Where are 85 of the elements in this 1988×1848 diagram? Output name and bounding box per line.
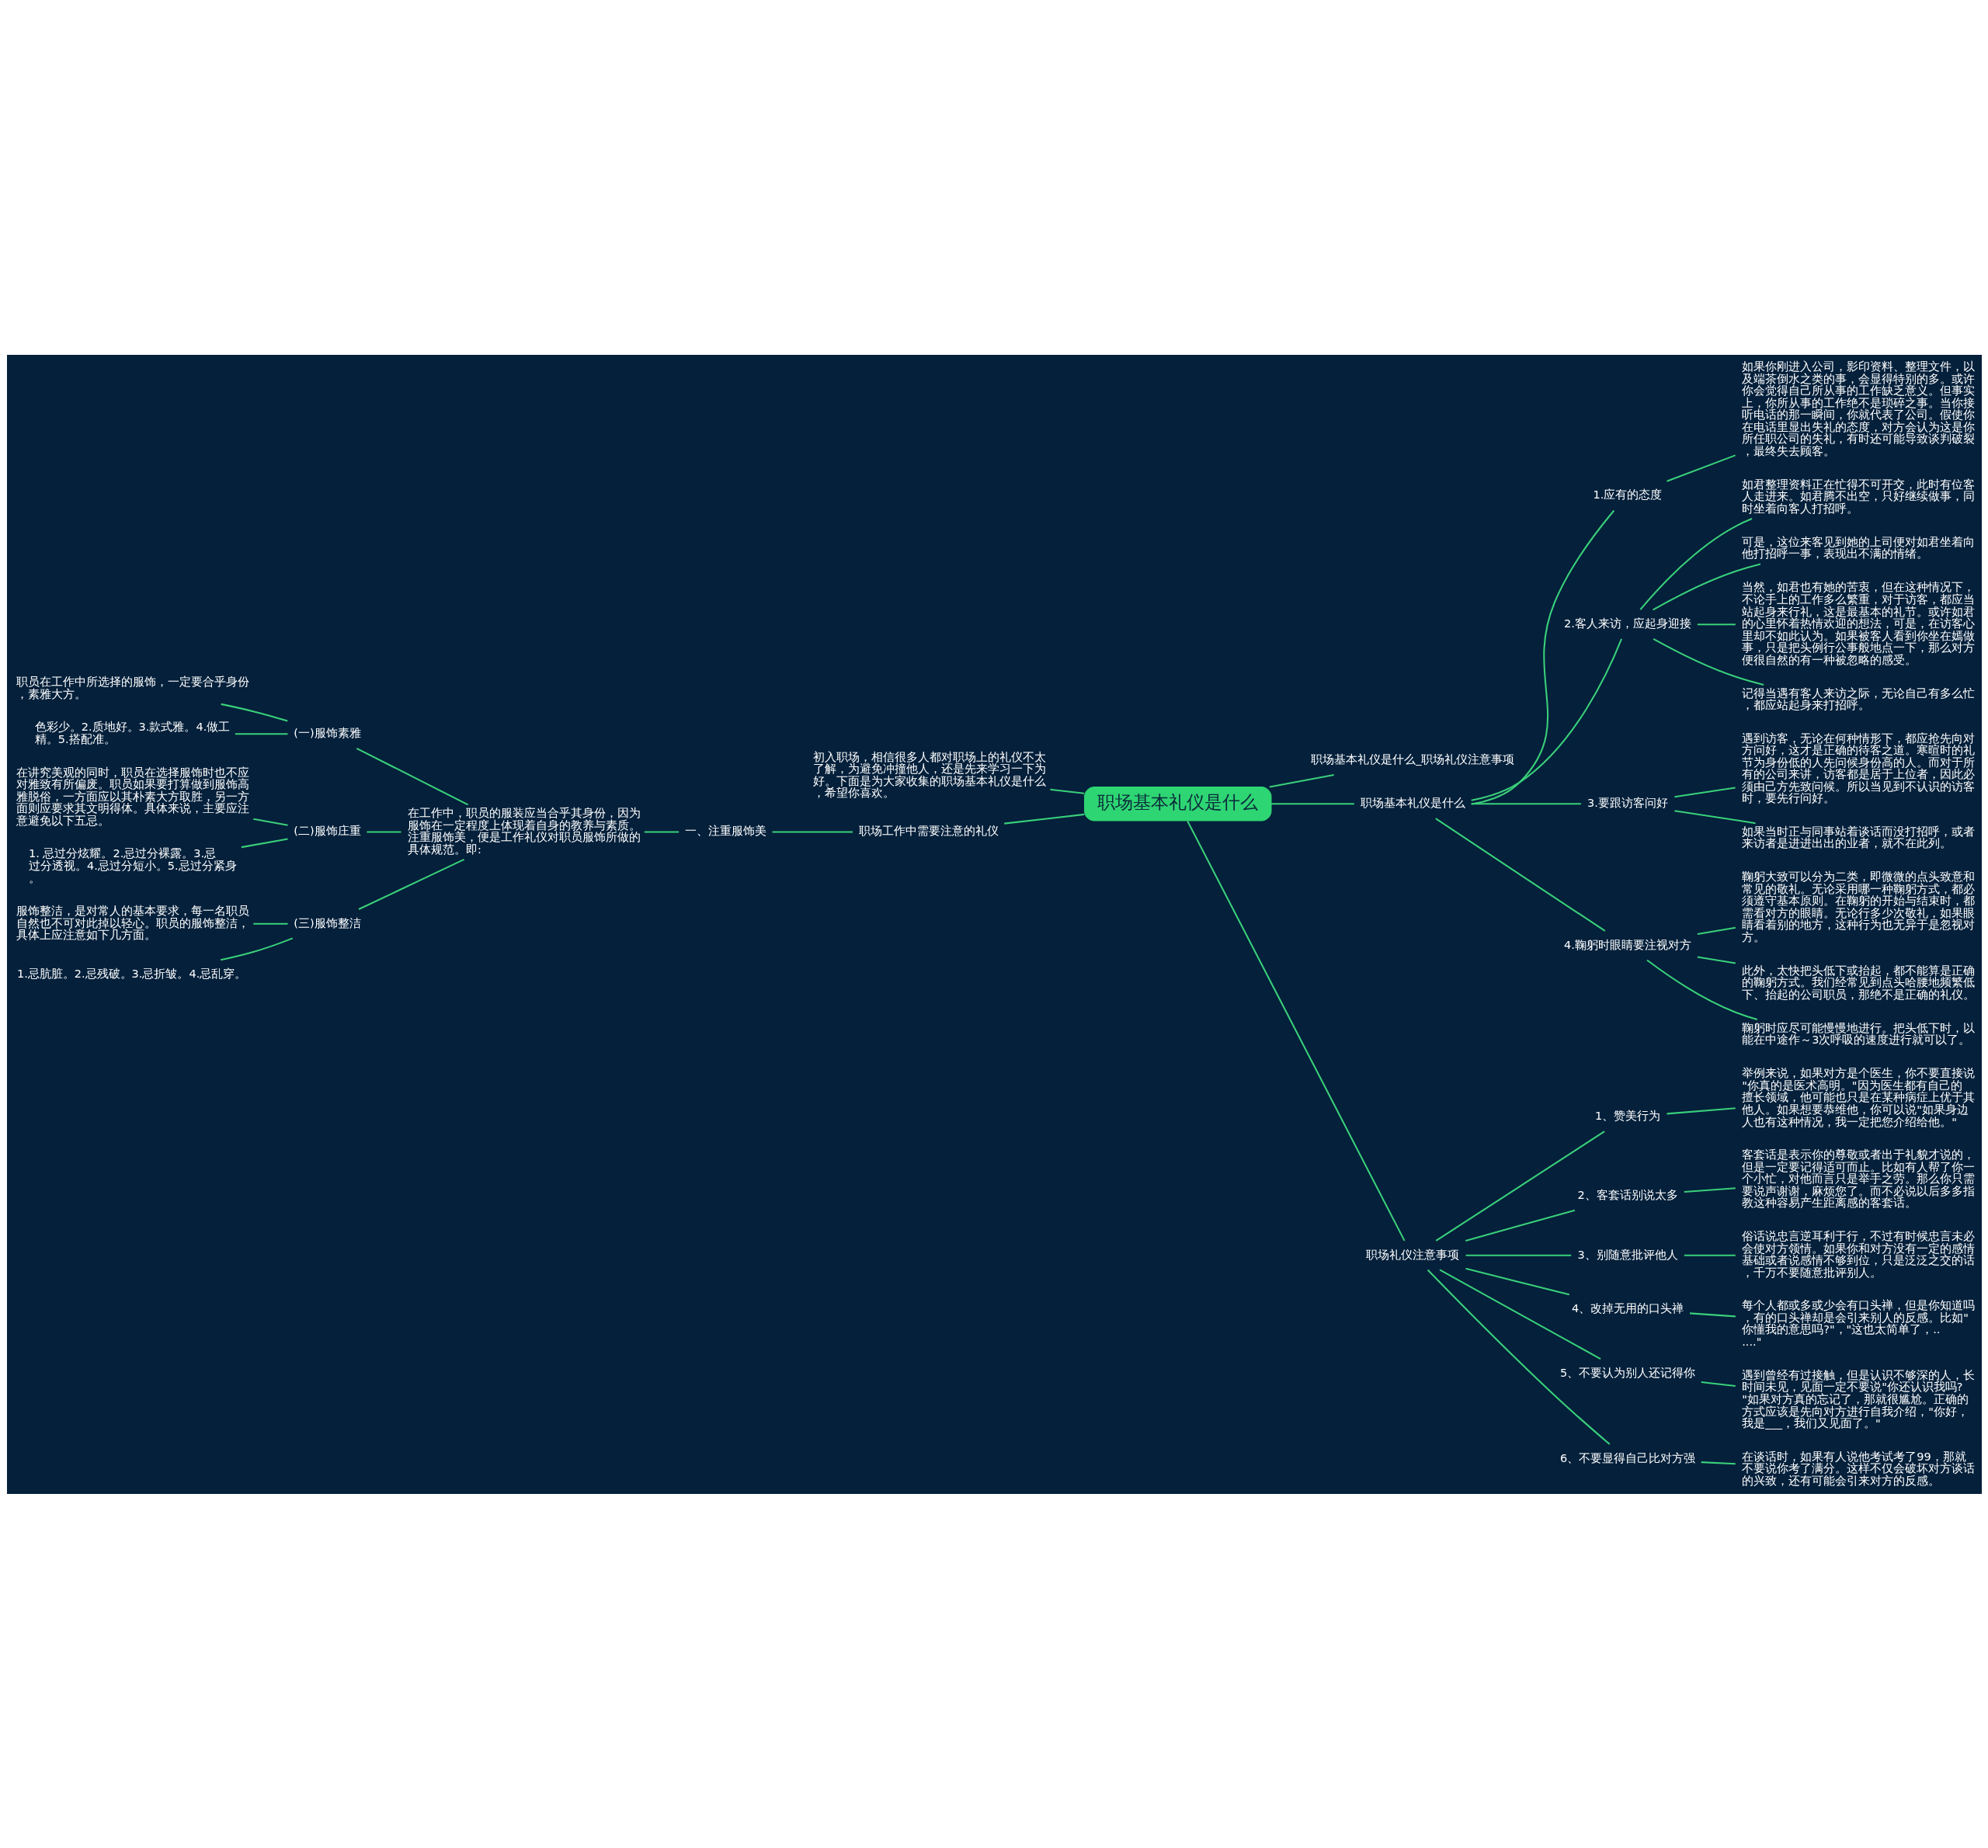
- node-text: 遇到访客，无论在何种情形下，都应抢先向对方问好，这才是正确的待客之道。寒暄时的礼节为身份低的人先问候身份高的人。而对于所有的公司来讲，访客都是居于上位者，因此必须由己方先致问候。所以当见到不认识的访客时，要先行问好。: [1741, 731, 1975, 804]
- connector: [1653, 637, 1764, 686]
- node-text: 1. 忌过分炫耀。2.忌过分裸露。3.忌过分透视。4.忌过分短小。5.忌过分紧身。: [28, 846, 237, 884]
- node-text: (三)服饰整洁: [293, 916, 361, 929]
- connector: [1270, 802, 1354, 804]
- connector: [1689, 1311, 1736, 1317]
- node-text: 鞠躬时应尽可能慢慢地进行。把头低下时，以能在中途作～3次呼吸的速度进行就可以了。: [1741, 1021, 1975, 1046]
- connector: [1471, 509, 1614, 805]
- connector: [1465, 1267, 1569, 1295]
- node-text: 每个人都或多或少会有口头禅，但是你知道吗，有的口头禅却是会引来别人的反感。比如"你懂我的意思吗?"，"这也太简单了，......": [1741, 1298, 1975, 1348]
- node-text: 职场礼仪注意事项: [1365, 1248, 1459, 1260]
- connector: [1697, 926, 1736, 935]
- connector: [241, 837, 288, 848]
- connector: [772, 831, 853, 833]
- node-text: 1.忌肮脏。2.忌残破。3.忌折皱。4.忌乱穿。: [16, 967, 246, 980]
- connector: [1639, 517, 1752, 610]
- node-text: 职员在工作中所选择的服饰，一定要合乎身份，素雅大方。: [16, 675, 249, 700]
- node-text: 2、客套话别说太多: [1576, 1188, 1678, 1201]
- connector: [1666, 453, 1736, 482]
- node-box: 职场基本礼仪是什么: [1083, 786, 1271, 822]
- node-text: 当然，如君也有她的苦衷，但在这种情况下，不论手上的工作多么繁重，对于访客，都应当站起身来行礼，这是最基本的礼节。或许如君的心里怀着热情欢迎的想法，可是，在访客心里却不如此认为。如果被客人看到你坐在嫣做事，只是把头例行公事般地点一下，那么对方便很自然的有一种被忽略的感受。: [1741, 580, 1975, 666]
- node-text: (二)服饰庄重: [293, 824, 361, 837]
- node-text: 职场工作中需要注意的礼仪: [858, 824, 999, 837]
- node-text: 遇到曾经有过接触，但是认识不够深的人，长时间未见，见面一定不要说"你还认识我吗?"如果对方真的忘记了，那就很尴尬。正确的方式应该是先向对方进行自我介绍，"你好，我是___，我们又见面了。": [1741, 1368, 1975, 1429]
- node-text: 举例来说，如果对方是个医生，你不要直接说"你真的是医术高明。"因为医生都有自己的擅长领域，他可能也只是在某种病症上优于其他人。如果想要恭维他，你可以说"如果身边人也有这种情况，我一定把您介绍给他。": [1741, 1066, 1975, 1128]
- connector: [1666, 1106, 1736, 1114]
- connector: [1434, 817, 1605, 932]
- connector: [1471, 802, 1581, 804]
- connector: [1465, 1209, 1575, 1242]
- connector: [252, 922, 288, 925]
- connector: [644, 831, 679, 833]
- node-text: 3.要跟访客问好: [1587, 796, 1668, 809]
- connector: [235, 732, 287, 735]
- connector: [1701, 1461, 1736, 1464]
- node-text: 如果当时正与同事站着谈话而没打招呼，或者来访者是进进出出的业者，就不在此列。: [1741, 825, 1975, 849]
- connector: [1673, 786, 1736, 797]
- node-text: 1、赞美行为: [1594, 1109, 1660, 1122]
- connector: [1673, 809, 1756, 824]
- connector: [1697, 623, 1736, 625]
- connector: [1697, 955, 1736, 964]
- node-text: 在谈话时，如果有人说他考试考了99，那就不要说你考了满分。这样不仅会破坏对方谈话的兴致，还有可能会引来对方的反感。: [1741, 1450, 1975, 1487]
- node-text: 鞠躬大致可以分为二类，即微微的点头致意和常见的敬礼。无论采用哪一种鞠躬方式，都必须遵守基本原则。在鞠躬的开始与结束时，都需看对方的眼睛。无论行多少次敬礼，如果眼睛看着别的地方，这种行为也无异于是忽视对方。: [1741, 870, 1975, 943]
- node-text: 客套话是表示你的尊敬或者出于礼貌才说的，但是一定要记得适可而止。比如有人帮了你一个小忙，对他而言只是举手之劳。那么你只需要说声谢谢，麻烦您了。而不必说以后多多指教这种容易产生距离感的客套话。: [1741, 1148, 1975, 1209]
- connector: [1435, 1130, 1605, 1242]
- connector: [1701, 1381, 1736, 1387]
- connector: [366, 831, 401, 833]
- node-text: 在讲究美观的同时，职员在选择服饰时也不应对雅致有所偏废。职员如果要打算做到服饰高雅脱俗，一方面应以其朴素大方取胜，另一方面则应要求其文明得体。具体来说，主要应注意避免以下五忌。: [16, 766, 249, 827]
- node-text: 此外，太快把头低下或抬起，都不能算是正确的鞠躬方式。我们经常见到点头哈腰地频繁低下、抬起的公司职员，那绝不是正确的礼仪。: [1741, 964, 1975, 1001]
- node-text: 俗话说忠言逆耳利于行，不过有时候忠言未必会使对方领情。如果你和对方没有一定的感情基础或者说感情不够到位，只是泛泛之交的话，千万不要随意批评别人。: [1741, 1229, 1975, 1279]
- connector: [1684, 1186, 1736, 1193]
- connector: [1049, 788, 1084, 794]
- connector: [1684, 1254, 1736, 1256]
- node-text: 服饰整洁，是对常人的基本要求，每一名职员自然也不可对此掉以轻心。职员的服饰整洁，具体上应注意如下几方面。: [16, 904, 249, 941]
- node-text: 在工作中，职员的服装应当合乎其身份，因为服饰在一定程度上体现着自身的教养与素质。注重服饰美，便是工作礼仪对职员服饰所做的具体规范。即:: [407, 806, 641, 856]
- node-text: 记得当遇有客人来访之际，无论自己有多么忙，都应站起身来打招呼。: [1741, 686, 1975, 711]
- node-text: 一、注重服饰美: [684, 824, 766, 837]
- node-text: (一)服饰素雅: [293, 726, 361, 739]
- node-text: 职场基本礼仪是什么: [1360, 796, 1465, 809]
- connector: [1186, 820, 1405, 1241]
- connector: [1269, 773, 1334, 788]
- node-text: 4.鞠躬时眼睛要注视对方: [1563, 938, 1691, 951]
- connector: [1427, 1269, 1610, 1445]
- connector: [1465, 1254, 1571, 1256]
- connector: [358, 858, 464, 910]
- connector: [252, 818, 288, 826]
- node-text: 初入职场，相信很多人都对职场上的礼仪不太了解，为避免冲撞他人，还是先来学习一下为好。下面是为大家收集的职场基本礼仪是什么，希望你喜欢。: [812, 750, 1046, 799]
- node-text: 5、不要认为别人还记得你: [1559, 1366, 1695, 1379]
- connector: [356, 747, 468, 805]
- node-text: 职场基本礼仪是什么_职场礼仪注意事项: [1310, 752, 1514, 766]
- connector: [1471, 638, 1622, 801]
- connector: [1646, 959, 1757, 1020]
- node-text: 色彩少。2.质地好。3.款式雅。4.做工精。5.搭配准。: [34, 720, 230, 745]
- node-text: 6、不要显得自己比对方强: [1559, 1451, 1695, 1464]
- node-text: 如果你刚进入公司，影印资料、整理文件，以及端茶倒水之类的事，会显得特别的多。或许你会觉得自己所从事的工作缺乏意义。但事实上，你所从事的工作绝不是琐碎之事。当你接听电话的那一瞬间，你就代表了公司。假使你在电话里显出失礼的态度，对方会认为这是你所任职公司的失礼，有时还可能导致谈判破裂，最终失去顾客。: [1741, 360, 1975, 457]
- node-text: 3、别随意批评他人: [1576, 1248, 1678, 1260]
- connector: [1003, 813, 1084, 825]
- node-text: 1.应有的态度: [1593, 488, 1662, 501]
- node-text: 2.客人来访，应起身迎接: [1563, 617, 1691, 630]
- node-text: 4、改掉无用的口头禅: [1571, 1301, 1684, 1315]
- connector: [221, 703, 288, 722]
- connector: [220, 936, 293, 960]
- connector: [1652, 563, 1760, 610]
- node-text: 可是，这位来客见到她的上司便对如君坐着向他打招呼一事，表现出不满的情绪。: [1741, 535, 1975, 560]
- connector: [1439, 1268, 1601, 1360]
- node-text: 如君整理资料正在忙得不可开交，此时有位客人走进来。如君腾不出空，只好继续做事，同时坐着向客人打招呼。: [1741, 478, 1975, 515]
